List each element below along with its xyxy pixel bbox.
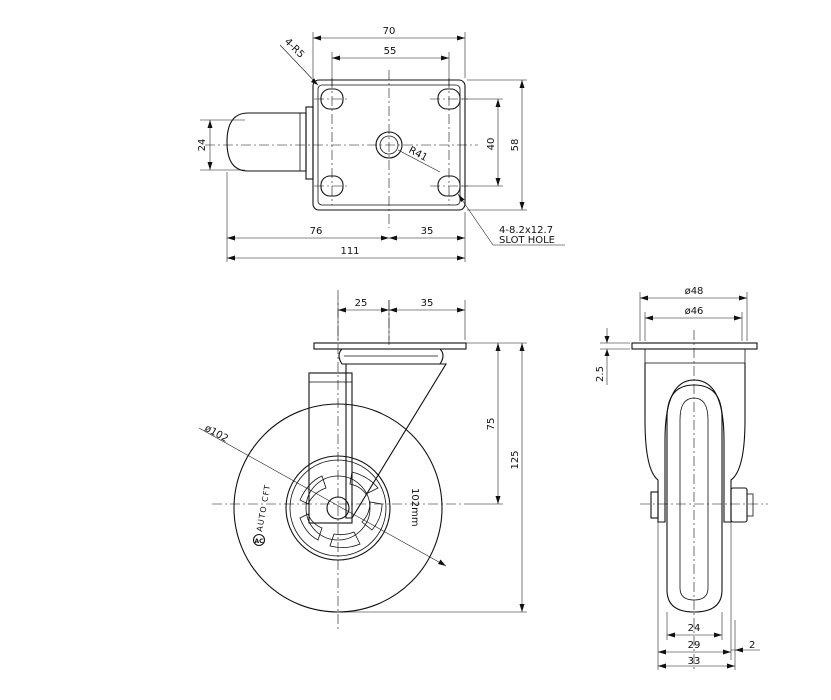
dim-plate-width: 70 (383, 26, 396, 37)
dim-tread-width: 24 (688, 623, 701, 634)
dim-outer-width: ø48 (685, 286, 704, 297)
note-center-radius: R41 (407, 145, 430, 164)
axle-nut (730, 487, 748, 523)
fork-leg (345, 363, 447, 519)
dim-overall-length: 111 (340, 246, 359, 257)
note-slot-label: SLOT HOLE (499, 235, 555, 246)
wheel-spokes (299, 471, 383, 548)
side-view: ø102 102mm AUTO CFT AC 25 35 75 125 (198, 290, 527, 630)
dim-hole-spacing-y: 40 (486, 138, 497, 151)
front-view: ø48 ø46 2.5 24 29 33 2 (595, 286, 768, 670)
front-top-plate (631, 342, 758, 350)
dim-offset-left: 76 (310, 226, 323, 237)
dim-side-left: 25 (355, 298, 368, 309)
dim-inner-width: ø46 (685, 306, 704, 317)
kingpin-block (308, 372, 353, 524)
brand-logo: AC (252, 533, 266, 547)
dim-hole-spacing-x: 55 (384, 46, 397, 57)
front-tire (666, 384, 723, 613)
swivel-bearing (338, 348, 444, 365)
dim-offset-right: 35 (421, 226, 434, 237)
top-view: 70 55 40 58 24 76 35 (197, 26, 565, 262)
svg-text:AC: AC (254, 538, 264, 545)
brand-text: AUTO CFT (255, 484, 272, 533)
dim-plate-thickness: 2.5 (595, 366, 606, 382)
dim-side-right: 35 (421, 298, 434, 309)
dim-overall-width: 33 (688, 656, 701, 667)
note-corner-radius: 4-R5 (282, 36, 306, 60)
note-slot-size: 4-8.2x12.7 (499, 225, 553, 236)
dim-wheel-diameter: ø102 (203, 423, 230, 445)
wheel-size-label: 102mm (409, 488, 420, 527)
front-fork (644, 363, 746, 523)
stem-outline (226, 112, 307, 172)
dim-stem-height: 24 (197, 139, 208, 152)
dim-plate-height: 58 (510, 139, 521, 152)
dim-axle-height: 75 (486, 418, 497, 431)
dim-fork-inner: 29 (688, 640, 701, 651)
dim-washer: 2 (749, 640, 755, 651)
dim-total-height: 125 (510, 450, 521, 469)
side-top-plate (313, 342, 467, 350)
